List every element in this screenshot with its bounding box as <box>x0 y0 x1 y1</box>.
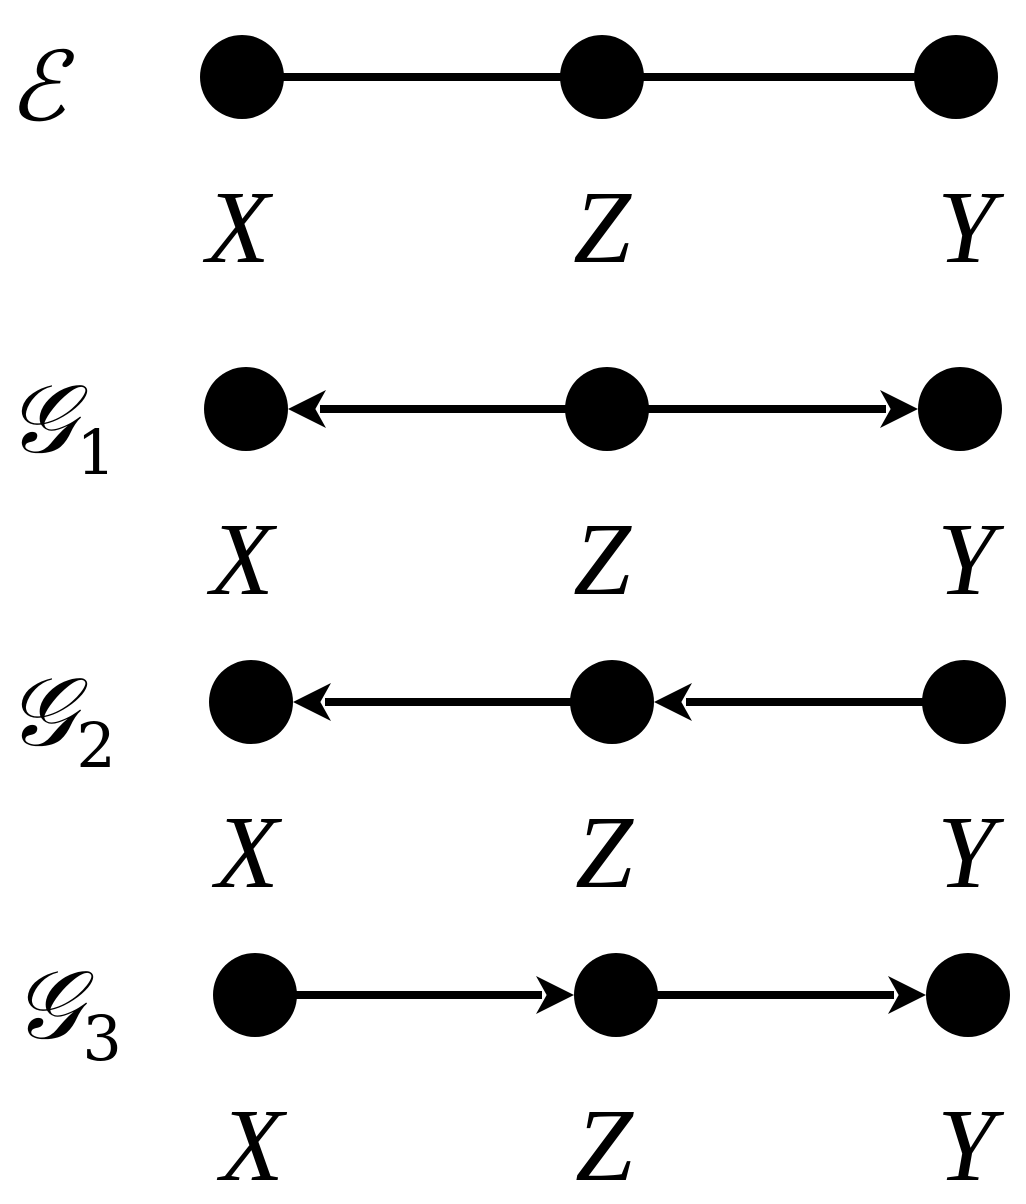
graph-name-symbol: 𝒢 <box>6 656 88 768</box>
node-z <box>560 35 644 119</box>
graph-e: ℰ X Z Y <box>8 31 1005 285</box>
graph-name-symbol: 𝒢 <box>12 949 94 1061</box>
arrowhead-x-z <box>536 976 574 1014</box>
node-y <box>922 660 1006 744</box>
node-x <box>200 35 284 119</box>
arrowhead-z-x <box>288 390 326 428</box>
graph-name-symbol: 𝒢 <box>6 363 88 475</box>
arrowhead-z-y <box>880 390 918 428</box>
graph-g2: 𝒢2X Z Y <box>6 656 1006 910</box>
arrowhead-z-x <box>293 683 331 721</box>
node-x <box>213 953 297 1037</box>
graph-name-g3: 𝒢3 <box>12 949 122 1075</box>
graph-name-symbol: ℰ <box>8 31 75 143</box>
node-label-y: Y <box>937 795 1005 910</box>
graph-name-subscript: 1 <box>76 416 115 489</box>
graph-g1: 𝒢1X Z Y <box>6 363 1005 617</box>
node-label-x: X <box>202 170 273 285</box>
node-label-x: X <box>211 795 282 910</box>
node-label-y: Y <box>937 170 1005 285</box>
arrowhead-y-z <box>654 683 692 721</box>
node-label-z: Z <box>573 502 632 617</box>
node-y <box>914 35 998 119</box>
node-label-y: Y <box>937 502 1005 617</box>
node-label-y: Y <box>937 1088 1005 1203</box>
node-label-x: X <box>216 1088 287 1203</box>
arrowhead-z-y <box>888 976 926 1014</box>
node-label-z: Z <box>573 170 632 285</box>
node-z <box>565 367 649 451</box>
node-label-z: Z <box>575 795 634 910</box>
node-z <box>570 660 654 744</box>
node-label-x: X <box>206 502 277 617</box>
node-y <box>918 367 1002 451</box>
node-x <box>209 660 293 744</box>
node-z <box>574 953 658 1037</box>
node-label-z: Z <box>575 1088 634 1203</box>
node-x <box>204 367 288 451</box>
graph-g3: 𝒢3X Z Y <box>12 949 1010 1203</box>
graph-name-g2: 𝒢2 <box>6 656 116 782</box>
graph-name-g1: 𝒢1 <box>6 363 116 489</box>
graph-name-e: ℰ <box>8 31 75 143</box>
graph-name-subscript: 2 <box>76 709 115 782</box>
node-y <box>926 953 1010 1037</box>
graph-name-subscript: 3 <box>82 1002 121 1075</box>
